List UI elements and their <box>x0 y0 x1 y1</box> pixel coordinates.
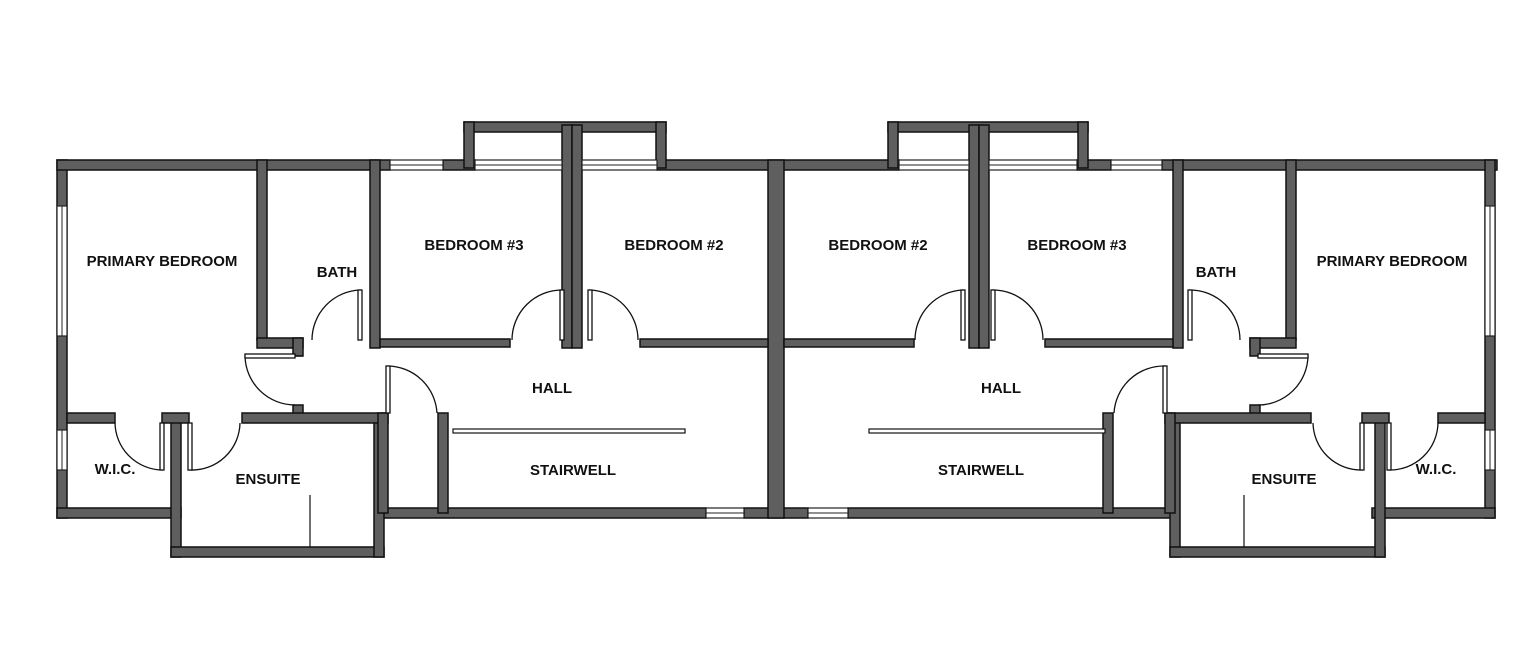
room-label-stairwell-right: STAIRWELL <box>938 462 1024 479</box>
interior-walls <box>66 124 1486 519</box>
stair-rail-left <box>452 428 686 434</box>
room-label-bedroom-2-left: BEDROOM #2 <box>624 237 723 254</box>
room-label-ensuite-left: ENSUITE <box>235 471 300 488</box>
room-label-wic-right: W.I.C. <box>1416 461 1457 478</box>
windows <box>56 159 1496 519</box>
room-label-bedroom-2-right: BEDROOM #2 <box>828 237 927 254</box>
room-label-bedroom-3-right: BEDROOM #3 <box>1027 237 1126 254</box>
room-label-stairwell-left: STAIRWELL <box>530 462 616 479</box>
room-label-wic-left: W.I.C. <box>95 461 136 478</box>
room-label-bath-left: BATH <box>317 264 358 281</box>
room-label-primary-bedroom-right: PRIMARY BEDROOM <box>1317 253 1468 270</box>
room-label-hall-left: HALL <box>532 380 572 397</box>
room-label-primary-bedroom-left: PRIMARY BEDROOM <box>87 253 238 270</box>
room-label-bedroom-3-left: BEDROOM #3 <box>424 237 523 254</box>
stair-rail-right <box>868 428 1106 434</box>
doors <box>114 289 1439 547</box>
room-label-ensuite-right: ENSUITE <box>1251 471 1316 488</box>
room-label-bath-right: BATH <box>1196 264 1237 281</box>
room-label-hall-right: HALL <box>981 380 1021 397</box>
